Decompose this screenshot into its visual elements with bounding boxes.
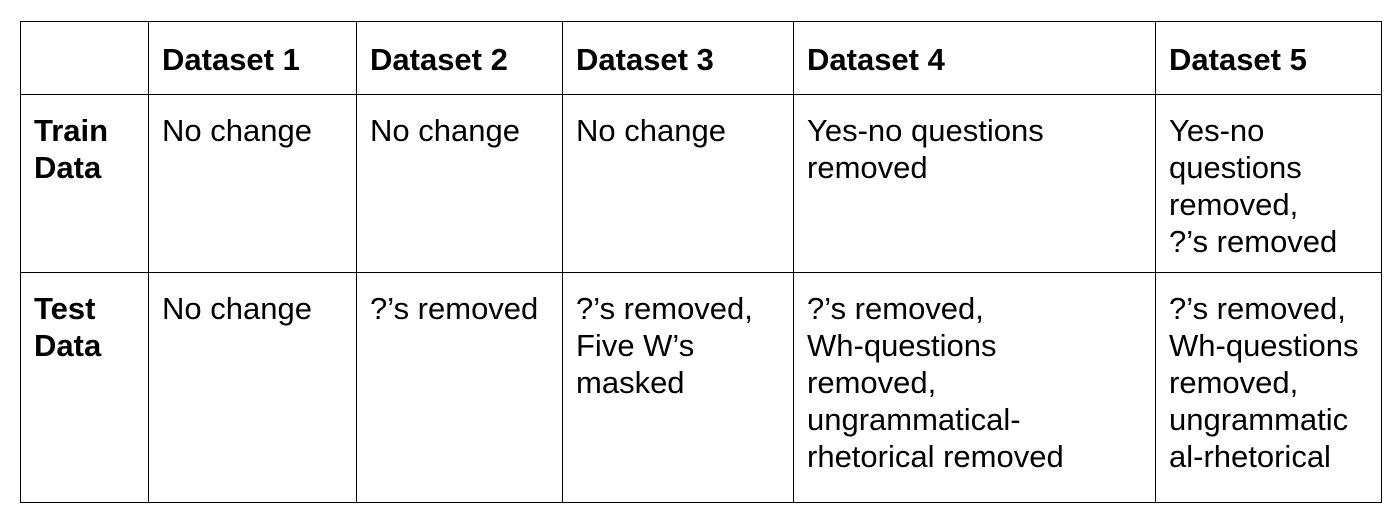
cell-test-dataset-2: ?’s removed [356, 272, 563, 503]
cell-line: ?’s removed, [1169, 291, 1346, 326]
cell-test-dataset-4: ?’s removed, Wh-questions removed, ungra… [793, 272, 1156, 503]
cell-line: rhetorical removed [807, 439, 1064, 474]
column-header-dataset-1: Dataset 1 [148, 21, 357, 95]
cell-line: masked [576, 365, 685, 400]
column-header-dataset-4: Dataset 4 [793, 21, 1156, 95]
row-header-line: Data [34, 328, 102, 363]
cell-line: Yes-no [1169, 113, 1265, 148]
cell-line: No change [576, 113, 726, 148]
cell-line: ungrammatical- [807, 402, 1021, 437]
cell-train-dataset-2: No change [356, 94, 563, 273]
cell-line: al-rhetorical [1169, 439, 1331, 474]
table-header-row: Dataset 1 Dataset 2 Dataset 3 Dataset 4 … [20, 21, 1382, 95]
cell-line: No change [370, 113, 520, 148]
cell-test-dataset-5: ?’s removed, Wh-questions removed, ungra… [1155, 272, 1382, 503]
row-header-test-data: Test Data [20, 272, 149, 503]
row-header-line: Test [34, 291, 96, 326]
cell-line: ?’s removed [370, 291, 539, 326]
cell-train-dataset-4: Yes-no questions removed [793, 94, 1156, 273]
cell-line: removed [807, 150, 928, 185]
comparison-table: Dataset 1 Dataset 2 Dataset 3 Dataset 4 … [20, 21, 1382, 503]
table-row-test-data: Test Data No change ?’s removed ?’s remo… [20, 272, 1382, 503]
cell-line: removed, [807, 365, 937, 400]
cell-line: Wh-questions [807, 328, 997, 363]
column-header-dataset-3: Dataset 3 [562, 21, 794, 95]
row-header-line: Train [34, 113, 109, 148]
cell-line: ungrammatic [1169, 402, 1349, 437]
cell-test-dataset-3: ?’s removed, Five W’s masked [562, 272, 794, 503]
cell-line: ?’s removed, [807, 291, 984, 326]
cell-test-dataset-1: No change [148, 272, 357, 503]
cell-line: Wh-questions [1169, 328, 1359, 363]
cell-train-dataset-1: No change [148, 94, 357, 273]
row-header-train-data: Train Data [20, 94, 149, 273]
cell-line: No change [162, 113, 312, 148]
cell-line: ?’s removed [1169, 224, 1338, 259]
column-header-dataset-5: Dataset 5 [1155, 21, 1382, 95]
cell-line: removed, [1169, 187, 1299, 222]
cell-line: Yes-no questions [807, 113, 1044, 148]
cell-line: removed, [1169, 365, 1299, 400]
cell-line: Five W’s [576, 328, 695, 363]
cell-line: ?’s removed, [576, 291, 753, 326]
row-header-line: Data [34, 150, 102, 185]
cell-train-dataset-3: No change [562, 94, 794, 273]
column-header-dataset-2: Dataset 2 [356, 21, 563, 95]
table-row-train-data: Train Data No change No change No change… [20, 94, 1382, 273]
cell-line: questions [1169, 150, 1302, 185]
cell-train-dataset-5: Yes-no questions removed, ?’s removed [1155, 94, 1382, 273]
corner-cell [20, 21, 149, 95]
cell-line: No change [162, 291, 312, 326]
